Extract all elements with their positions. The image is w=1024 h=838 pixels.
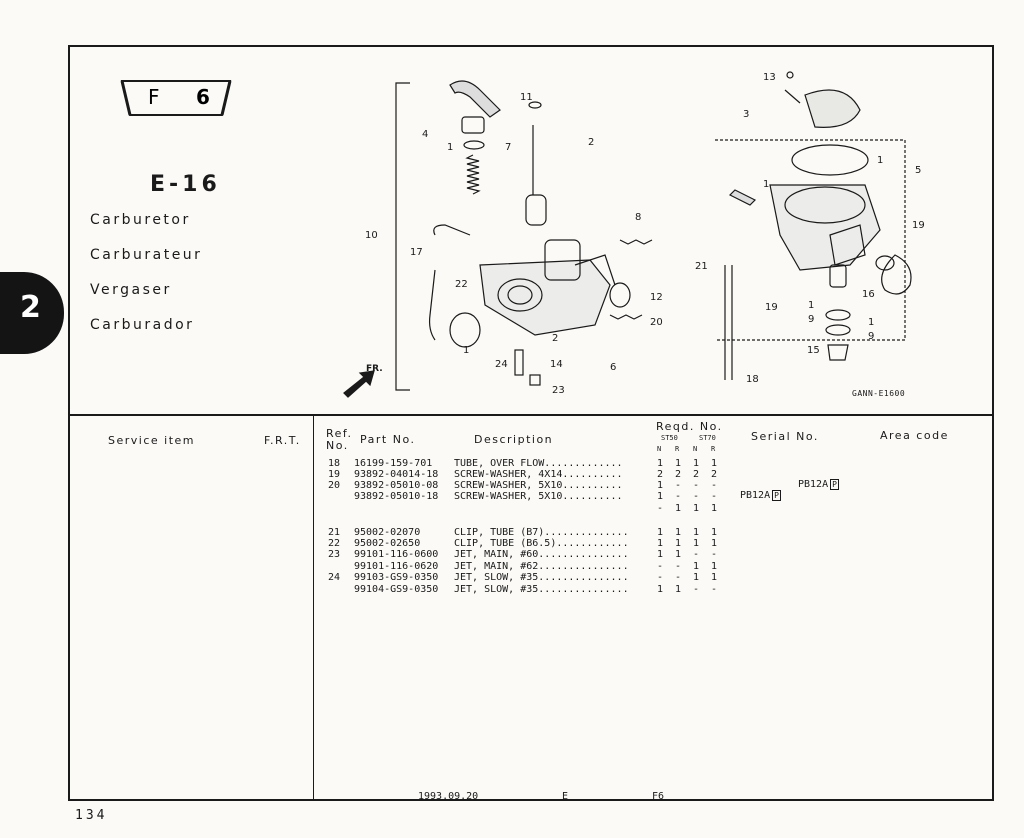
header-sub-n1: N: [657, 445, 662, 453]
chapter-tab: [0, 272, 64, 354]
header-sub-r2: R: [711, 445, 716, 453]
callout-1e: 1: [868, 317, 874, 328]
callout-2b: 2: [552, 333, 558, 344]
carburetor-exploded-diagram: FR. 13 11 3 4 2 1 7 5 1 1 8 19 10 17 21 …: [330, 55, 950, 405]
callout-18: 18: [746, 374, 759, 385]
callout-20: 20: [650, 317, 663, 328]
footer-code-e: E: [562, 791, 569, 802]
header-ref: Ref.: [326, 427, 353, 440]
callout-19: 19: [912, 220, 925, 231]
callout-21: 21: [695, 261, 708, 272]
header-sub-n2: N: [693, 445, 698, 453]
title-english: Carburetor: [90, 212, 191, 228]
callout-1: 1: [447, 142, 453, 153]
header-sub-r1: R: [675, 445, 680, 453]
header-frt: F.R.T.: [264, 434, 301, 447]
callout-1d: 1: [808, 300, 814, 311]
header-model-st70: ST70: [699, 434, 716, 442]
header-model-st50: ST50: [661, 434, 678, 442]
callout-23: 23: [552, 385, 565, 396]
callout-12: 12: [650, 292, 663, 303]
callout-11: 11: [520, 92, 533, 103]
header-description: Description: [474, 433, 554, 446]
serial-marker: P: [830, 479, 839, 490]
footer-code-f6: F6: [652, 791, 665, 802]
direction-label: FR.: [366, 364, 383, 374]
serial-marker: P: [772, 490, 781, 501]
callout-22: 22: [455, 279, 468, 290]
callout-5: 5: [915, 165, 921, 176]
callout-24: 24: [495, 359, 508, 370]
figure-prefix: F: [148, 85, 160, 109]
callout-1c: 1: [763, 179, 769, 190]
callout-3: 3: [743, 109, 749, 120]
footer-date: 1993.09.20: [418, 791, 479, 802]
diagram-code: GANN-E1600: [852, 389, 906, 398]
callout-19b: 19: [765, 302, 778, 313]
callout-17: 17: [410, 247, 423, 258]
title-spanish: Carburador: [90, 317, 195, 333]
callout-9: 9: [808, 314, 814, 325]
callout-9b: 9: [868, 331, 874, 342]
callout-1b: 1: [877, 155, 883, 166]
figure-badge: F 6: [120, 78, 232, 118]
page-number: 134: [75, 808, 108, 823]
header-part-no: Part No.: [360, 433, 416, 446]
chapter-number: 2: [20, 290, 41, 325]
callout-15: 15: [807, 345, 820, 356]
callout-13: 13: [763, 72, 776, 83]
callout-14: 14: [550, 359, 563, 370]
callout-1f: 1: [463, 345, 469, 356]
section-code: E-16: [150, 172, 221, 197]
callout-8: 8: [635, 212, 641, 223]
callout-10: 10: [365, 230, 378, 241]
header-no: No.: [326, 439, 349, 452]
header-service-item: Service item: [108, 434, 196, 447]
callout-4: 4: [422, 129, 428, 140]
callout-16: 16: [862, 289, 875, 300]
header-area-code: Area code: [880, 429, 949, 442]
callout-7: 7: [505, 142, 511, 153]
title-german: Vergaser: [90, 282, 172, 298]
figure-number: 6: [196, 85, 210, 109]
callout-6: 6: [610, 362, 616, 373]
header-reqd-no: Reqd. No.: [656, 420, 723, 433]
table-top-rule: [68, 414, 994, 416]
callout-2: 2: [588, 137, 594, 148]
page-frame: [68, 45, 994, 801]
title-french: Carburateur: [90, 247, 203, 263]
header-serial-no: Serial No.: [751, 430, 819, 443]
service-column-rule: [313, 414, 314, 801]
